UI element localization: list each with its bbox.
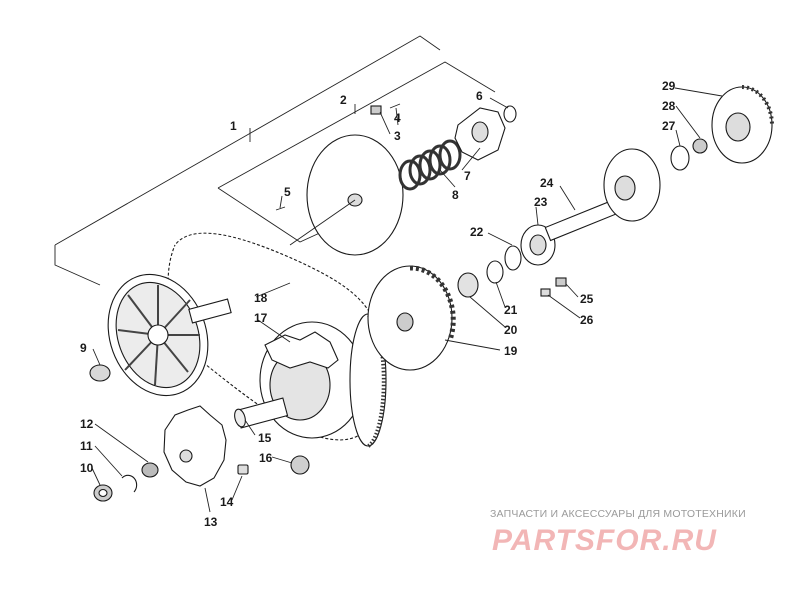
- hub-29: [711, 85, 774, 164]
- moveable-sheave: [163, 405, 227, 487]
- leader-lines: [91, 87, 723, 513]
- screw-3: [370, 105, 382, 115]
- callout-7: 7: [464, 169, 471, 183]
- spacer-20: [457, 272, 479, 298]
- bolt-25: [555, 277, 567, 287]
- callout-5: 5: [284, 185, 291, 199]
- callout-2: 2: [340, 93, 347, 107]
- spring-8: [398, 139, 462, 191]
- callout-4: 4: [394, 111, 401, 125]
- callout-14: 14: [220, 495, 234, 509]
- callout-20: 20: [504, 323, 518, 337]
- callout-3: 3: [394, 129, 401, 143]
- callout-17: 17: [254, 311, 268, 325]
- snap-ring-11: [121, 474, 138, 493]
- callout-labels: 1 2 3 4 5 6 7 8 9 10 11 12 13 14 15 16 1…: [80, 79, 676, 529]
- output-shaft-24: [544, 148, 661, 242]
- ring-6: [503, 105, 517, 123]
- callout-12: 12: [80, 417, 94, 431]
- driven-pulley-19: [367, 265, 456, 371]
- ring-22: [504, 245, 522, 271]
- washer-26: [540, 288, 551, 297]
- callout-9: 9: [80, 341, 87, 355]
- callout-26: 26: [580, 313, 594, 327]
- primary-clutch-nut: [89, 364, 111, 382]
- driven-sheave-disc: [289, 134, 404, 256]
- callout-11: 11: [80, 439, 93, 453]
- ring-21: [486, 260, 504, 284]
- pin-4: [389, 103, 401, 109]
- watermark-tagline: ЗАПЧАСТИ И АКСЕССУАРЫ ДЛЯ МОТОТЕХНИКИ: [490, 508, 746, 520]
- callout-10: 10: [80, 461, 94, 475]
- primary-clutch-sheave: [107, 273, 232, 397]
- callout-18: 18: [254, 291, 268, 305]
- callout-25: 25: [580, 292, 594, 306]
- assembly-bracket-1: [54, 35, 441, 286]
- callout-22: 22: [470, 225, 484, 239]
- callout-27: 27: [662, 119, 676, 133]
- nut-28: [692, 138, 708, 154]
- callout-1: 1: [230, 119, 237, 133]
- callout-16: 16: [259, 451, 273, 465]
- washer-10: [93, 484, 113, 502]
- nut-16: [290, 455, 310, 475]
- secondary-clutch: [259, 313, 387, 448]
- callout-8: 8: [452, 188, 459, 202]
- cam-7: [454, 107, 506, 161]
- key-5: [275, 206, 286, 211]
- callout-6: 6: [476, 89, 483, 103]
- callout-28: 28: [662, 99, 676, 113]
- secondary-shaft-15: [234, 397, 289, 429]
- callout-24: 24: [540, 176, 554, 190]
- seal-27: [670, 145, 690, 171]
- callout-29: 29: [662, 79, 676, 93]
- callout-15: 15: [258, 431, 272, 445]
- callout-21: 21: [504, 303, 518, 317]
- callout-19: 19: [504, 344, 518, 358]
- callout-23: 23: [534, 195, 548, 209]
- callout-13: 13: [204, 515, 218, 529]
- bushing-12: [141, 462, 159, 478]
- watermark-brand-logo: PARTSFOR.RU: [492, 524, 717, 557]
- clip-14: [237, 464, 249, 475]
